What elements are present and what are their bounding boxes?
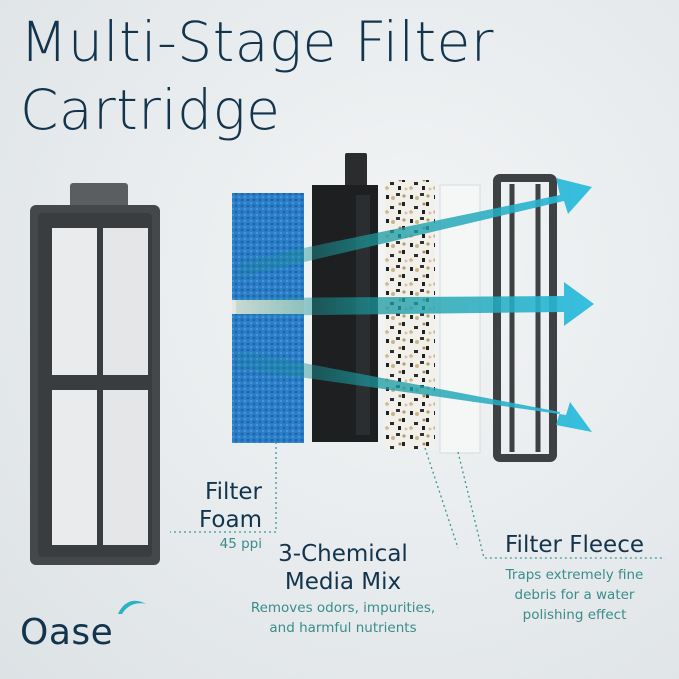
media-mix-label: 3-Chemical Media Mix Removes odors, impu…: [228, 540, 458, 638]
arrow-middle-icon: [236, 282, 594, 326]
wave-icon: [118, 600, 146, 614]
filter-fleece-label: Filter Fleece Traps extremely fine debri…: [482, 531, 667, 625]
media-mix-detail-1: Removes odors, impurities,: [250, 600, 436, 616]
title-line-1: Multi-Stage Filter: [20, 10, 495, 74]
media-mix-layer: [385, 180, 435, 450]
foam-layer: [232, 193, 304, 443]
filter-fleece-detail-1: Traps extremely fine: [505, 567, 644, 583]
arrow-upper-icon: [236, 178, 592, 278]
page-title: Multi-Stage Filter Cartridge: [20, 8, 494, 144]
fleece-layer: [439, 184, 481, 454]
outer-frame: [493, 174, 557, 462]
assembled-cartridge: [30, 183, 160, 565]
media-mix-detail-2: and harmful nutrients: [269, 620, 417, 636]
title-line-2: Cartridge: [20, 78, 281, 142]
flow-arrows: [236, 178, 594, 432]
filter-fleece-detail-2: debris for a water: [514, 587, 635, 603]
filter-fleece-detail-3: polishing effect: [522, 607, 627, 623]
filter-foam-label: Filter Foam 45 ppi: [170, 478, 262, 554]
oase-logo: Oase: [20, 600, 146, 653]
arrow-lower-icon: [236, 350, 592, 432]
filter-foam-detail: 45 ppi: [219, 536, 262, 552]
callout-lines: [170, 442, 665, 559]
